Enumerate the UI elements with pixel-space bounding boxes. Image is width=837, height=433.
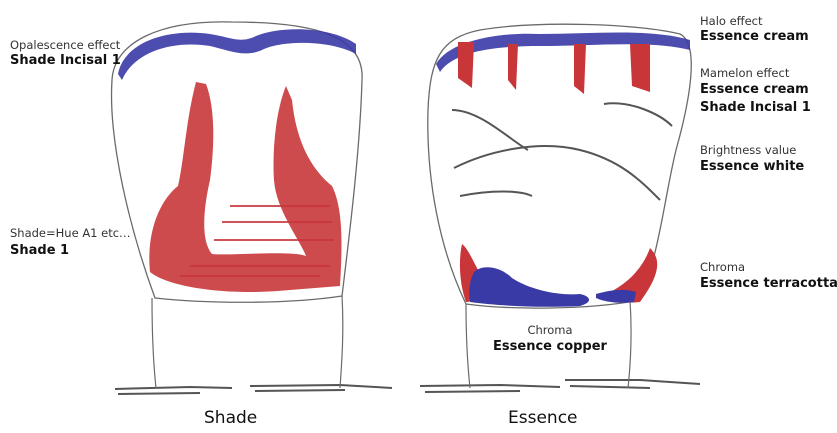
essence-tooth-root-right xyxy=(628,300,631,388)
chroma-center-label: Chroma xyxy=(500,321,600,339)
chroma-center-value: Essence copper xyxy=(480,338,620,356)
essence-caption: Essence xyxy=(508,408,578,428)
essence-chroma-blue xyxy=(469,267,589,307)
shade-caption: Shade xyxy=(204,408,257,428)
halo-value: Essence cream xyxy=(700,28,809,46)
chroma-right-label: Chroma xyxy=(700,258,745,276)
mamelon-value-2: Shade Incisal 1 xyxy=(700,99,811,117)
shade-red-body xyxy=(149,82,341,292)
mamelon-value-1: Essence cream xyxy=(700,81,809,99)
shade-hue-label: Shade=Hue A1 etc… xyxy=(10,224,131,242)
mamelon-label: Mamelon effect xyxy=(700,64,789,82)
brightness-value: Essence white xyxy=(700,158,804,176)
essence-chroma-blue-right xyxy=(596,290,636,303)
shade-tooth-root-right xyxy=(340,296,343,388)
shade-hue-value: Shade 1 xyxy=(10,242,69,260)
brightness-lines xyxy=(452,103,672,200)
opalescence-value: Shade Incisal 1 xyxy=(10,52,121,70)
brightness-label: Brightness value xyxy=(700,141,796,159)
essence-mamelon-3 xyxy=(574,44,586,94)
shade-incisal-blue xyxy=(118,29,356,80)
essence-mamelon-2 xyxy=(508,44,518,90)
essence-tooth-root-left xyxy=(466,304,470,388)
ground-strokes xyxy=(115,380,700,394)
chroma-right-value: Essence terracotta xyxy=(700,275,837,293)
essence-halo-blue xyxy=(436,33,690,73)
essence-mamelon-4 xyxy=(630,44,650,92)
shade-tooth xyxy=(112,22,363,388)
shade-tooth-root-left xyxy=(152,298,156,388)
essence-mamelon-1 xyxy=(458,42,474,88)
